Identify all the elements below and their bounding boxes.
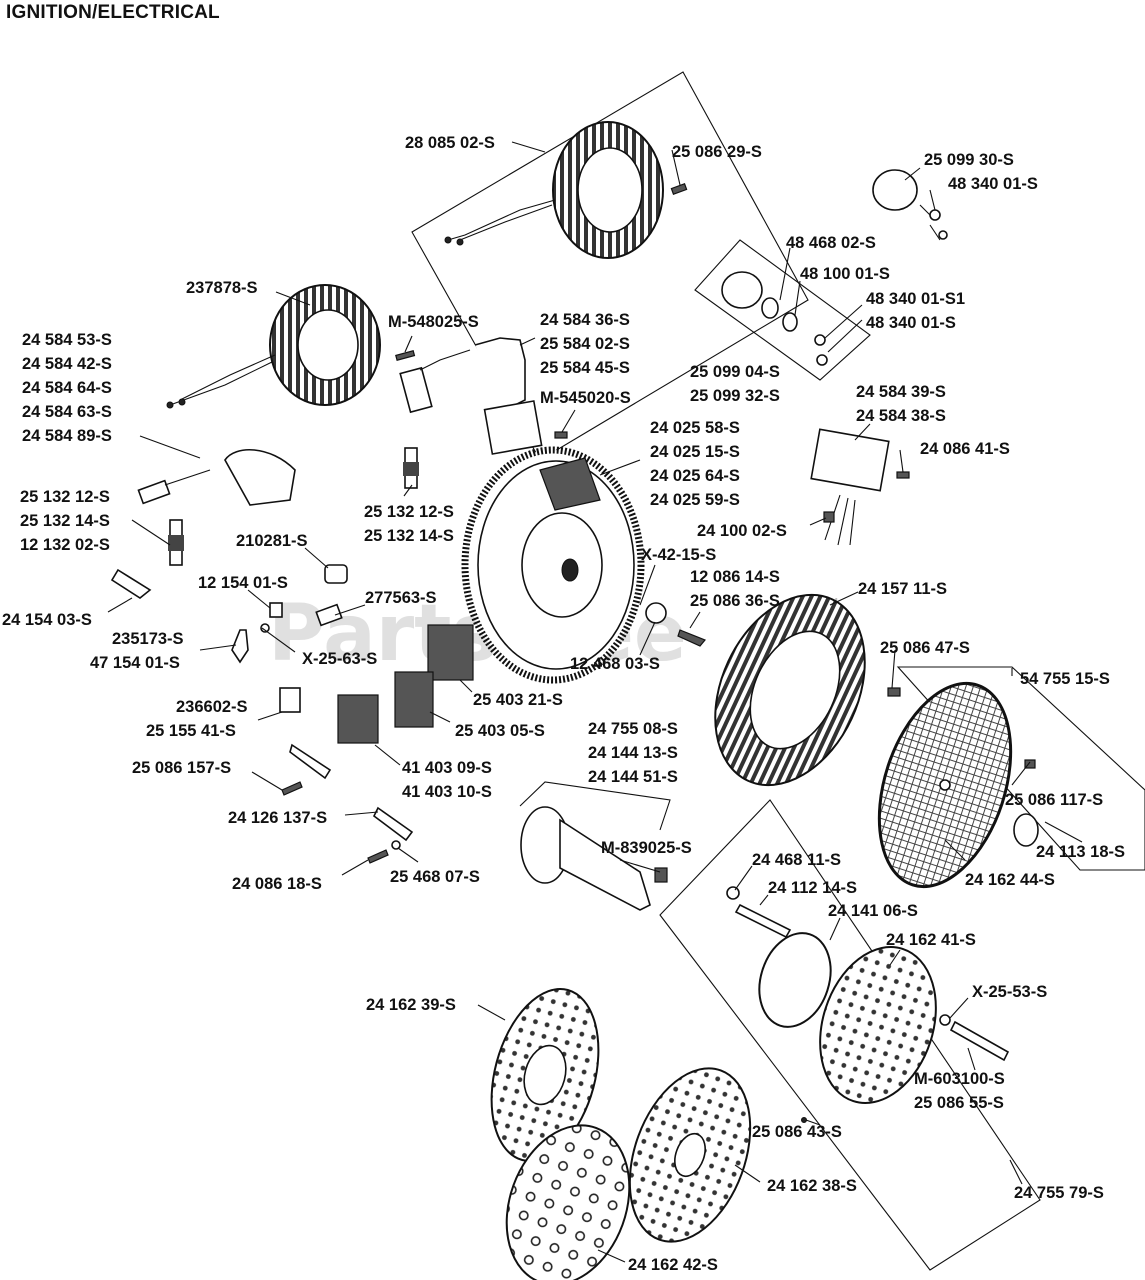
part-label[interactable]: 24 086 41-S bbox=[920, 440, 1010, 458]
part-label[interactable]: 48 340 01-S bbox=[866, 314, 956, 332]
plug-lead-boot bbox=[137, 449, 296, 506]
part-label[interactable]: 25 403 21-S bbox=[473, 691, 563, 709]
part-label[interactable]: 25 584 02-S bbox=[540, 335, 630, 353]
part-label[interactable]: 24 584 64-S bbox=[22, 379, 112, 397]
part-label[interactable]: 48 468 02-S bbox=[786, 234, 876, 252]
part-label[interactable]: 25 086 117-S bbox=[1005, 791, 1103, 809]
part-label[interactable]: 24 584 42-S bbox=[22, 355, 112, 373]
part-label[interactable]: 25 086 36-S bbox=[690, 592, 780, 610]
part-label[interactable]: 24 025 64-S bbox=[650, 467, 740, 485]
part-label[interactable]: 25 132 14-S bbox=[364, 527, 454, 545]
part-label[interactable]: 25 132 12-S bbox=[20, 488, 110, 506]
key-switch-group-box bbox=[694, 239, 871, 381]
part-label[interactable]: 24 154 03-S bbox=[2, 611, 92, 629]
lower-screens bbox=[490, 988, 752, 1280]
part-label[interactable]: 25 086 157-S bbox=[132, 759, 231, 777]
part-label[interactable]: 24 468 11-S bbox=[752, 851, 841, 869]
guard-group-box bbox=[896, 666, 1145, 871]
ignition-coil bbox=[395, 337, 543, 455]
part-label[interactable]: M-603100-S bbox=[914, 1070, 1005, 1088]
part-label[interactable]: 24 025 15-S bbox=[650, 443, 740, 461]
part-label[interactable]: 24 100 02-S bbox=[697, 522, 787, 540]
part-label[interactable]: 25 584 45-S bbox=[540, 359, 630, 377]
part-label[interactable]: 24 162 41-S bbox=[886, 931, 976, 949]
part-label[interactable]: 25 132 12-S bbox=[364, 503, 454, 521]
part-label[interactable]: 25 086 47-S bbox=[880, 639, 970, 657]
part-label[interactable]: 24 584 89-S bbox=[22, 427, 112, 445]
part-label[interactable]: 48 340 01-S1 bbox=[866, 290, 965, 308]
part-labels: 28 085 02-S 25 086 29-S 25 099 30-S 48 3… bbox=[2, 134, 1125, 1274]
part-label[interactable]: 236602-S bbox=[176, 698, 248, 716]
part-label[interactable]: 25 099 04-S bbox=[690, 363, 780, 381]
part-label[interactable]: 24 584 36-S bbox=[540, 311, 630, 329]
stator-left bbox=[166, 284, 381, 409]
part-label[interactable]: 41 403 09-S bbox=[402, 759, 492, 777]
part-label[interactable]: 24 755 08-S bbox=[588, 720, 678, 738]
part-label[interactable]: 41 403 10-S bbox=[402, 783, 492, 801]
part-label[interactable]: 24 584 38-S bbox=[856, 407, 946, 425]
part-label[interactable]: 235173-S bbox=[112, 630, 184, 648]
regulators bbox=[337, 428, 890, 744]
part-label[interactable]: M-545020-S bbox=[540, 389, 631, 407]
part-label[interactable]: 24 584 53-S bbox=[22, 331, 112, 349]
leader-lines bbox=[107, 141, 1083, 1263]
part-label[interactable]: 24 025 59-S bbox=[650, 491, 740, 509]
part-label[interactable]: 24 584 39-S bbox=[856, 383, 946, 401]
part-label[interactable]: 25 086 29-S bbox=[672, 143, 762, 161]
part-label[interactable]: X-42-15-S bbox=[641, 546, 716, 564]
part-label[interactable]: 24 144 13-S bbox=[588, 744, 678, 762]
part-label[interactable]: 25 086 43-S bbox=[752, 1123, 842, 1141]
part-label[interactable]: 24 126 137-S bbox=[228, 809, 327, 827]
part-label[interactable]: 48 340 01-S bbox=[948, 175, 1038, 193]
page-title: IGNITION/ELECTRICAL bbox=[6, 2, 220, 23]
fan-guard bbox=[877, 681, 1013, 889]
part-label[interactable]: 24 162 39-S bbox=[366, 996, 456, 1014]
part-label[interactable]: 12 132 02-S bbox=[20, 536, 110, 554]
part-label[interactable]: M-839025-S bbox=[601, 839, 692, 857]
part-label[interactable]: 210281-S bbox=[236, 532, 308, 550]
screen-group-box bbox=[659, 799, 1041, 1271]
part-label[interactable]: 24 144 51-S bbox=[588, 768, 678, 786]
stator-top bbox=[444, 121, 688, 259]
part-label[interactable]: X-25-63-S bbox=[302, 650, 377, 668]
part-label[interactable]: 24 584 63-S bbox=[22, 403, 112, 421]
flywheel bbox=[461, 446, 645, 684]
part-label[interactable]: 24 162 42-S bbox=[628, 1256, 718, 1274]
spark-plugs bbox=[168, 447, 419, 566]
part-label[interactable]: 25 132 14-S bbox=[20, 512, 110, 530]
part-label[interactable]: 24 162 38-S bbox=[767, 1177, 857, 1195]
part-label[interactable]: 24 025 58-S bbox=[650, 419, 740, 437]
part-label[interactable]: 54 755 15-S bbox=[1020, 670, 1110, 688]
screen-assembly bbox=[726, 886, 1010, 1123]
part-label[interactable]: 277563-S bbox=[365, 589, 437, 607]
part-label[interactable]: 24 162 44-S bbox=[965, 871, 1055, 889]
part-label[interactable]: 47 154 01-S bbox=[90, 654, 180, 672]
part-label[interactable]: 12 468 03-S bbox=[570, 655, 660, 673]
part-label[interactable]: 12 154 01-S bbox=[198, 574, 288, 592]
part-label[interactable]: 25 403 05-S bbox=[455, 722, 545, 740]
part-label[interactable]: 24 113 18-S bbox=[1036, 843, 1125, 861]
part-label[interactable]: 25 155 41-S bbox=[146, 722, 236, 740]
part-label[interactable]: 12 086 14-S bbox=[690, 568, 780, 586]
shaft-group-box bbox=[519, 781, 671, 831]
cooling-fan bbox=[645, 593, 866, 787]
part-label[interactable]: M-548025-S bbox=[388, 313, 479, 331]
part-label[interactable]: 24 112 14-S bbox=[768, 879, 857, 897]
part-label[interactable]: 25 099 32-S bbox=[690, 387, 780, 405]
part-label[interactable]: X-25-53-S bbox=[972, 983, 1047, 1001]
part-label[interactable]: 24 755 79-S bbox=[1014, 1184, 1104, 1202]
part-label[interactable]: 25 086 55-S bbox=[914, 1094, 1004, 1112]
part-label[interactable]: 24 086 18-S bbox=[232, 875, 322, 893]
part-label[interactable]: 25 468 07-S bbox=[390, 868, 480, 886]
small-hardware bbox=[110, 431, 1039, 864]
part-label[interactable]: 237878-S bbox=[186, 279, 258, 297]
part-label[interactable]: 24 141 06-S bbox=[828, 902, 918, 920]
part-label[interactable]: 24 157 11-S bbox=[858, 580, 947, 598]
part-label[interactable]: 48 100 01-S bbox=[800, 265, 890, 283]
drive-shaft bbox=[520, 806, 668, 911]
part-label[interactable]: 25 099 30-S bbox=[924, 151, 1014, 169]
part-label[interactable]: 28 085 02-S bbox=[405, 134, 495, 152]
key-switches bbox=[721, 169, 948, 366]
